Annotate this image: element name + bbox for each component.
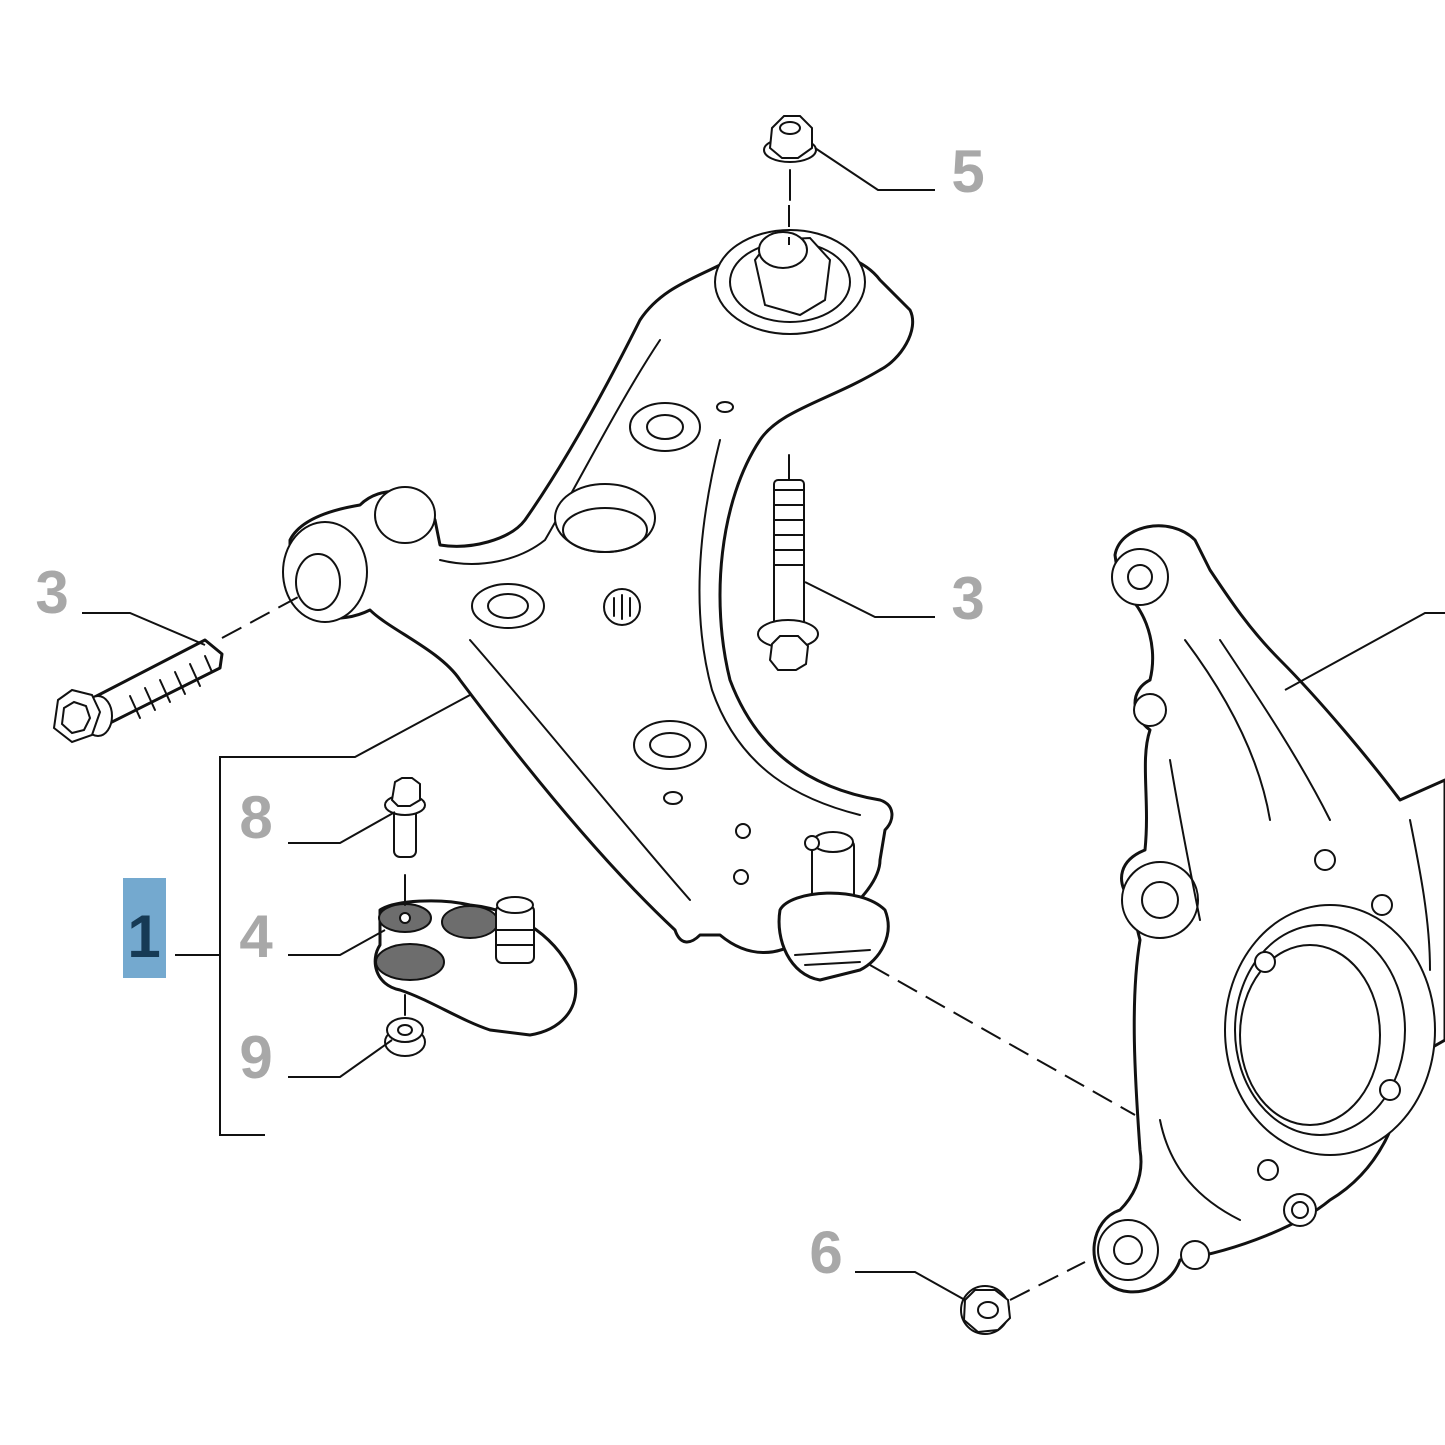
nut-5[interactable]: [763, 115, 817, 201]
callout-6: 6: [809, 1219, 842, 1286]
ball-joint-4[interactable]: [373, 874, 578, 1037]
callout-9: 9: [239, 1024, 272, 1091]
callout-8: 8: [239, 784, 272, 851]
control-arm[interactable]: [282, 229, 915, 982]
callout-1: 1: [127, 903, 160, 970]
callout-4: 4: [239, 903, 273, 970]
callout-1-highlight: [123, 878, 166, 978]
callout-3-left: 3: [35, 559, 68, 626]
bolt-right[interactable]: [757, 454, 819, 671]
leader-lines: [82, 147, 1445, 1301]
callouts: 1 3 3 5 6 8 4 9: [35, 138, 984, 1286]
callout-5: 5: [951, 138, 984, 205]
bolt-8[interactable]: [384, 777, 426, 858]
assembly-lines: [221, 205, 1136, 1301]
steering-knuckle[interactable]: [1092, 524, 1445, 1294]
nut-6[interactable]: [960, 1285, 1012, 1335]
bolt-left[interactable]: [52, 638, 224, 744]
nut-9[interactable]: [384, 994, 426, 1057]
callout-3-right: 3: [951, 565, 984, 632]
